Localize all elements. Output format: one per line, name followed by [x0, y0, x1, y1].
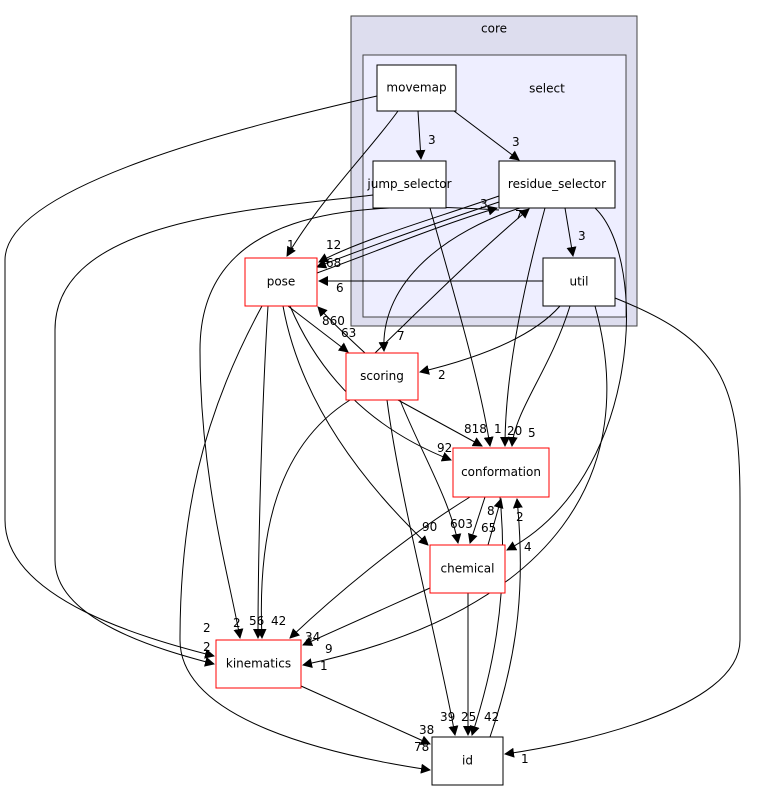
edge-label[interactable]: 68 [326, 256, 341, 270]
edge-label[interactable]: 42 [484, 710, 499, 724]
node-label: conformation [461, 465, 541, 479]
cluster-core-label: core [481, 22, 507, 36]
edge-util-to-scoring[interactable] [419, 305, 561, 375]
edge-label[interactable]: 7 [515, 208, 523, 222]
edge-util-to-conformation[interactable] [507, 305, 571, 447]
edge-id-to-conformation[interactable] [489, 498, 523, 738]
node-label: residue_selector [508, 177, 606, 191]
edge-label[interactable]: 63 [341, 326, 356, 340]
edge-label[interactable]: 3 [512, 135, 520, 149]
node-label: chemical [441, 562, 495, 576]
edge-movemap-to-kinematics[interactable] [4, 95, 378, 659]
edge-scoring-to-residue_selector[interactable] [374, 208, 530, 354]
edge-label[interactable]: 2 [516, 510, 524, 524]
node-util[interactable]: util [542, 257, 616, 307]
node-label: movemap [386, 81, 446, 95]
edge-jump_selector-to-kinematics[interactable] [54, 194, 374, 667]
node-movemap[interactable]: movemap [376, 64, 457, 112]
edge-label[interactable]: 603 [450, 517, 473, 531]
node-id[interactable]: id [431, 736, 504, 786]
edge-movemap-to-residue_selector[interactable] [453, 110, 520, 161]
edge-scoring-to-kinematics[interactable] [256, 399, 351, 639]
node-chemical[interactable]: chemical [429, 544, 506, 594]
edge-label[interactable]: 90 [422, 520, 437, 534]
edge-scoring-to-id[interactable] [386, 399, 459, 736]
edge-chemical-to-kinematics[interactable] [302, 587, 431, 646]
edge-label[interactable]: 20 [507, 424, 522, 438]
edge-label[interactable]: 39 [440, 710, 455, 724]
node-label: util [570, 275, 589, 289]
edge-label[interactable]: 1 [494, 422, 502, 436]
edge-label[interactable]: 6 [336, 281, 344, 295]
edge-label[interactable]: 8 [487, 504, 495, 518]
node-label: jump_selector [366, 177, 451, 191]
edge-label[interactable]: 2 [203, 640, 211, 654]
edge-label[interactable]: 65 [481, 521, 496, 535]
node-label: scoring [360, 369, 404, 383]
edge-residue_selector-to-conformation[interactable] [500, 207, 546, 447]
edge-movemap-to-jump_selector[interactable] [415, 110, 426, 160]
node-label: kinematics [226, 657, 291, 671]
edge-label[interactable]: 860 [322, 314, 345, 328]
edge-label[interactable]: 92 [437, 441, 452, 455]
edge-chemical-to-conformation[interactable] [487, 498, 504, 546]
edge-label[interactable]: 56 [249, 614, 264, 628]
edge-pose-to-chemical[interactable] [282, 305, 429, 546]
edge-label[interactable]: 818 [464, 422, 487, 436]
edge-label[interactable]: 1 [320, 659, 328, 673]
edge-label[interactable]: 12 [326, 238, 341, 252]
edge-label[interactable]: 3 [480, 197, 488, 211]
cluster-select-label: select [529, 82, 565, 96]
node-residue-selector[interactable]: residue_selector [498, 160, 616, 209]
node-kinematics[interactable]: kinematics [215, 639, 302, 689]
edge-kinematics-to-id[interactable] [300, 685, 431, 745]
edge-residue_selector-to-pose[interactable] [316, 201, 500, 269]
edge-pose-to-conformation[interactable] [289, 305, 452, 462]
edge-label[interactable]: 2 [438, 368, 446, 382]
edge-movemap-to-pose[interactable] [286, 110, 399, 257]
edge-label[interactable]: 7 [397, 329, 405, 343]
edge-residue_selector-to-util[interactable] [564, 207, 577, 257]
edge-residue_selector-to-kinematics[interactable] [199, 206, 500, 639]
edge-label[interactable]: 4 [524, 540, 532, 554]
edge-label[interactable]: 9 [325, 642, 333, 656]
edge-util-to-kinematics[interactable] [302, 305, 608, 669]
edge-pose-to-scoring[interactable] [287, 305, 349, 353]
edge-label[interactable]: 2 [203, 621, 211, 635]
edge-label[interactable]: 1 [521, 752, 529, 766]
edge-label[interactable]: 1 [287, 238, 295, 252]
edge-label[interactable]: 3 [428, 133, 436, 147]
edge-residue_selector-to-scoring[interactable] [378, 207, 521, 352]
edge-util-to-id[interactable] [504, 297, 741, 758]
edge-pose-to-id[interactable] [179, 305, 431, 774]
edge-pose-to-residue_selector[interactable] [316, 205, 498, 274]
edge-conformation-to-kinematics[interactable] [289, 496, 471, 639]
edge-label[interactable]: 2 [233, 616, 241, 630]
edge-pose-to-kinematics[interactable] [253, 305, 269, 639]
node-pose[interactable]: pose [244, 257, 318, 307]
node-jump-selector[interactable]: jump_selector [366, 160, 452, 209]
edge-scoring-to-chemical[interactable] [399, 399, 462, 544]
edge-label[interactable]: 5 [528, 426, 536, 440]
edge-jump_selector-to-pose[interactable] [318, 195, 500, 263]
edge-label[interactable]: 38 [419, 723, 434, 737]
edge-label[interactable]: 78 [414, 740, 429, 754]
edge-jump_selector-to-conformation[interactable] [429, 207, 494, 447]
edge-scoring-to-conformation[interactable] [397, 399, 483, 447]
edge-label[interactable]: 3 [578, 229, 586, 243]
node-scoring[interactable]: scoring [345, 352, 419, 401]
edge-conformation-to-chemical[interactable] [468, 496, 486, 544]
edge-label[interactable]: 25 [461, 710, 476, 724]
edge-conformation-to-id[interactable] [470, 496, 504, 736]
node-label: id [462, 754, 473, 768]
edge-scoring-to-pose[interactable] [317, 306, 366, 354]
node-label: pose [267, 275, 296, 289]
edge-residue_selector-to-chemical[interactable] [506, 207, 627, 551]
node-conformation[interactable]: conformation [452, 447, 550, 498]
edge-label[interactable]: 34 [305, 630, 320, 644]
edge-label[interactable]: 42 [271, 614, 286, 628]
